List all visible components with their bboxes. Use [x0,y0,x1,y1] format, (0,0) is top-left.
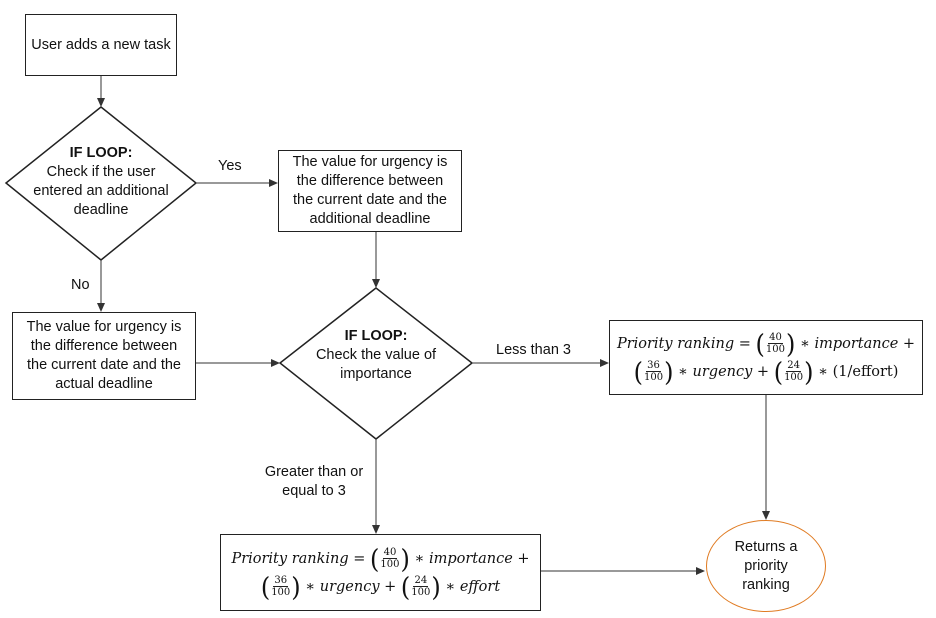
formula-right-w2-num: 36 [646,360,661,372]
edge-label-less: Less than 3 [496,342,571,358]
if2-text: Check the value of importance [315,347,437,382]
urgency-actual-box: The value for urgency is the difference … [12,312,196,400]
edge-label-no: No [71,277,90,293]
formula-bottom-w2-num: 36 [273,575,289,587]
if2-label: IF LOOP: Check the value of importance [296,327,456,384]
edge-label-yes: Yes [218,158,242,174]
urgency-actual-text: The value for urgency is the difference … [26,319,182,392]
formula-right-lhs: Priority ranking [616,335,735,352]
edge-label-greater: Greater than or equal to 3 [264,464,364,499]
formula-right-term3: (1/effort) [832,363,899,380]
if1-label: IF LOOP: Check if the user entered an ad… [28,144,174,220]
if1-text: Check if the user entered an additional … [33,164,169,218]
formula-right-w1-den: 100 [765,344,785,355]
formula-bottom-term1: importance [428,550,513,567]
formula-bottom-term3: effort [459,578,501,595]
formula-bottom-w3-den: 100 [411,587,431,598]
formula-bottom-w3-num: 24 [413,575,429,587]
formula-bottom-w1-den: 100 [380,559,400,570]
formula-right-term1: importance [814,335,899,352]
formula-right-term2: urgency [692,363,753,380]
urgency-additional-text: The value for urgency is the difference … [292,154,448,227]
formula-right-w3-den: 100 [784,372,804,383]
start-text: User adds a new task [31,36,171,53]
formula-bottom-term2: urgency [319,578,380,595]
end-text: Returns a priority ranking [734,538,798,593]
end-circle: Returns a priority ranking [706,520,826,612]
formula-bottom-w2-den: 100 [271,587,291,598]
if2-title: IF LOOP [344,328,403,344]
formula-right-w1-num: 40 [768,332,783,344]
formula-bottom-w1-num: 40 [382,547,398,559]
if1-title: IF LOOP [69,145,128,161]
formula-right-w2-den: 100 [643,372,664,383]
formula-bottom-lhs: Priority ranking [231,550,349,567]
urgency-additional-box: The value for urgency is the difference … [278,150,462,232]
formula-right-w3-num: 24 [786,360,801,372]
start-box: User adds a new task [25,14,177,76]
